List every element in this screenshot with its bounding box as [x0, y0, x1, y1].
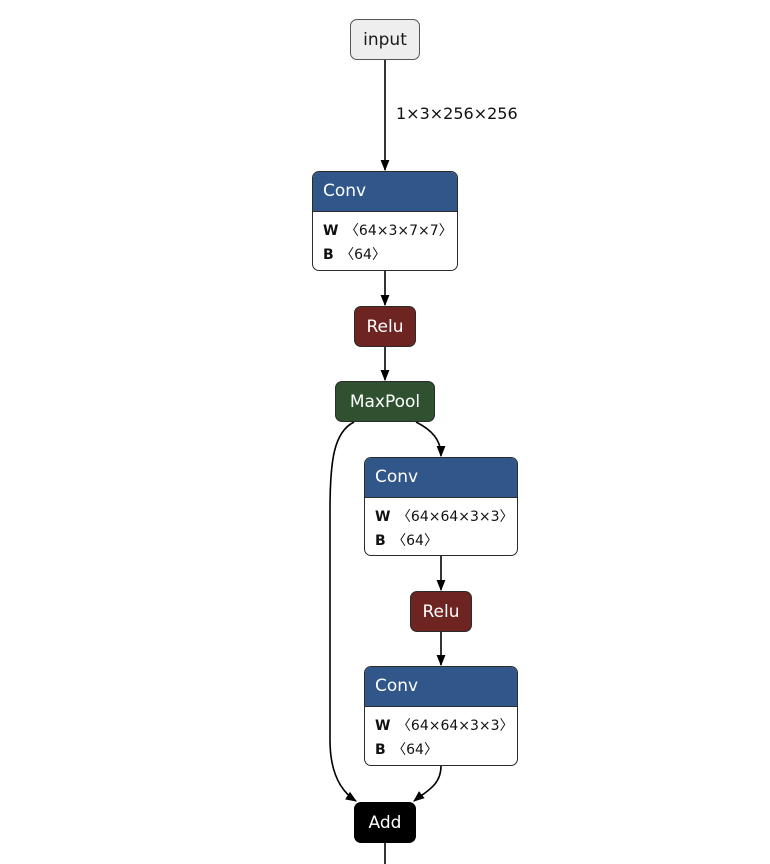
input-node[interactable]: input — [350, 19, 420, 60]
bias-shape: 〈64〉 — [340, 247, 386, 263]
conv-node-3-bias: B 〈64〉 — [375, 738, 507, 762]
relu-node-2[interactable]: Relu — [410, 591, 472, 632]
edge-maxpool-conv2 — [415, 421, 446, 458]
weight-shape: 〈64×64×3×3〉 — [396, 718, 514, 734]
weight-key: W — [323, 223, 339, 239]
bias-key: B — [375, 742, 386, 758]
conv-node-2-weight: W 〈64×64×3×3〉 — [375, 505, 514, 529]
relu-node-2-label: Relu — [422, 601, 460, 622]
conv-node-1-title: Conv — [313, 172, 457, 212]
edge-shape-label: 1×3×256×256 — [396, 104, 518, 123]
edge-conv3-add — [413, 765, 442, 802]
conv-node-2-bias: B 〈64〉 — [375, 529, 507, 553]
weight-key: W — [375, 509, 391, 525]
conv-node-3-weight: W 〈64×64×3×3〉 — [375, 714, 514, 738]
conv-node-1-bias: B 〈64〉 — [323, 243, 447, 267]
conv-node-2[interactable]: Conv W 〈64×64×3×3〉 B 〈64〉 — [364, 457, 518, 556]
conv-node-1[interactable]: Conv W 〈64×3×7×7〉 B 〈64〉 — [312, 171, 458, 271]
input-node-label: input — [363, 29, 407, 50]
conv-node-3-title: Conv — [365, 667, 517, 707]
bias-key: B — [375, 533, 386, 549]
add-node[interactable]: Add — [354, 802, 416, 843]
bias-key: B — [323, 247, 334, 263]
weight-shape: 〈64×64×3×3〉 — [396, 509, 514, 525]
bias-shape: 〈64〉 — [392, 742, 438, 758]
weight-key: W — [375, 718, 391, 734]
conv-node-1-weight: W 〈64×3×7×7〉 — [323, 219, 453, 243]
relu-node-1-label: Relu — [366, 316, 404, 337]
edge-maxpool-add-skip — [329, 421, 357, 802]
bias-shape: 〈64〉 — [392, 533, 438, 549]
relu-node-1[interactable]: Relu — [354, 306, 416, 347]
maxpool-node[interactable]: MaxPool — [335, 381, 435, 422]
conv-node-2-title: Conv — [365, 458, 517, 498]
add-node-label: Add — [368, 812, 402, 833]
maxpool-node-label: MaxPool — [349, 391, 421, 412]
weight-shape: 〈64×3×7×7〉 — [344, 223, 453, 239]
conv-node-3[interactable]: Conv W 〈64×64×3×3〉 B 〈64〉 — [364, 666, 518, 766]
